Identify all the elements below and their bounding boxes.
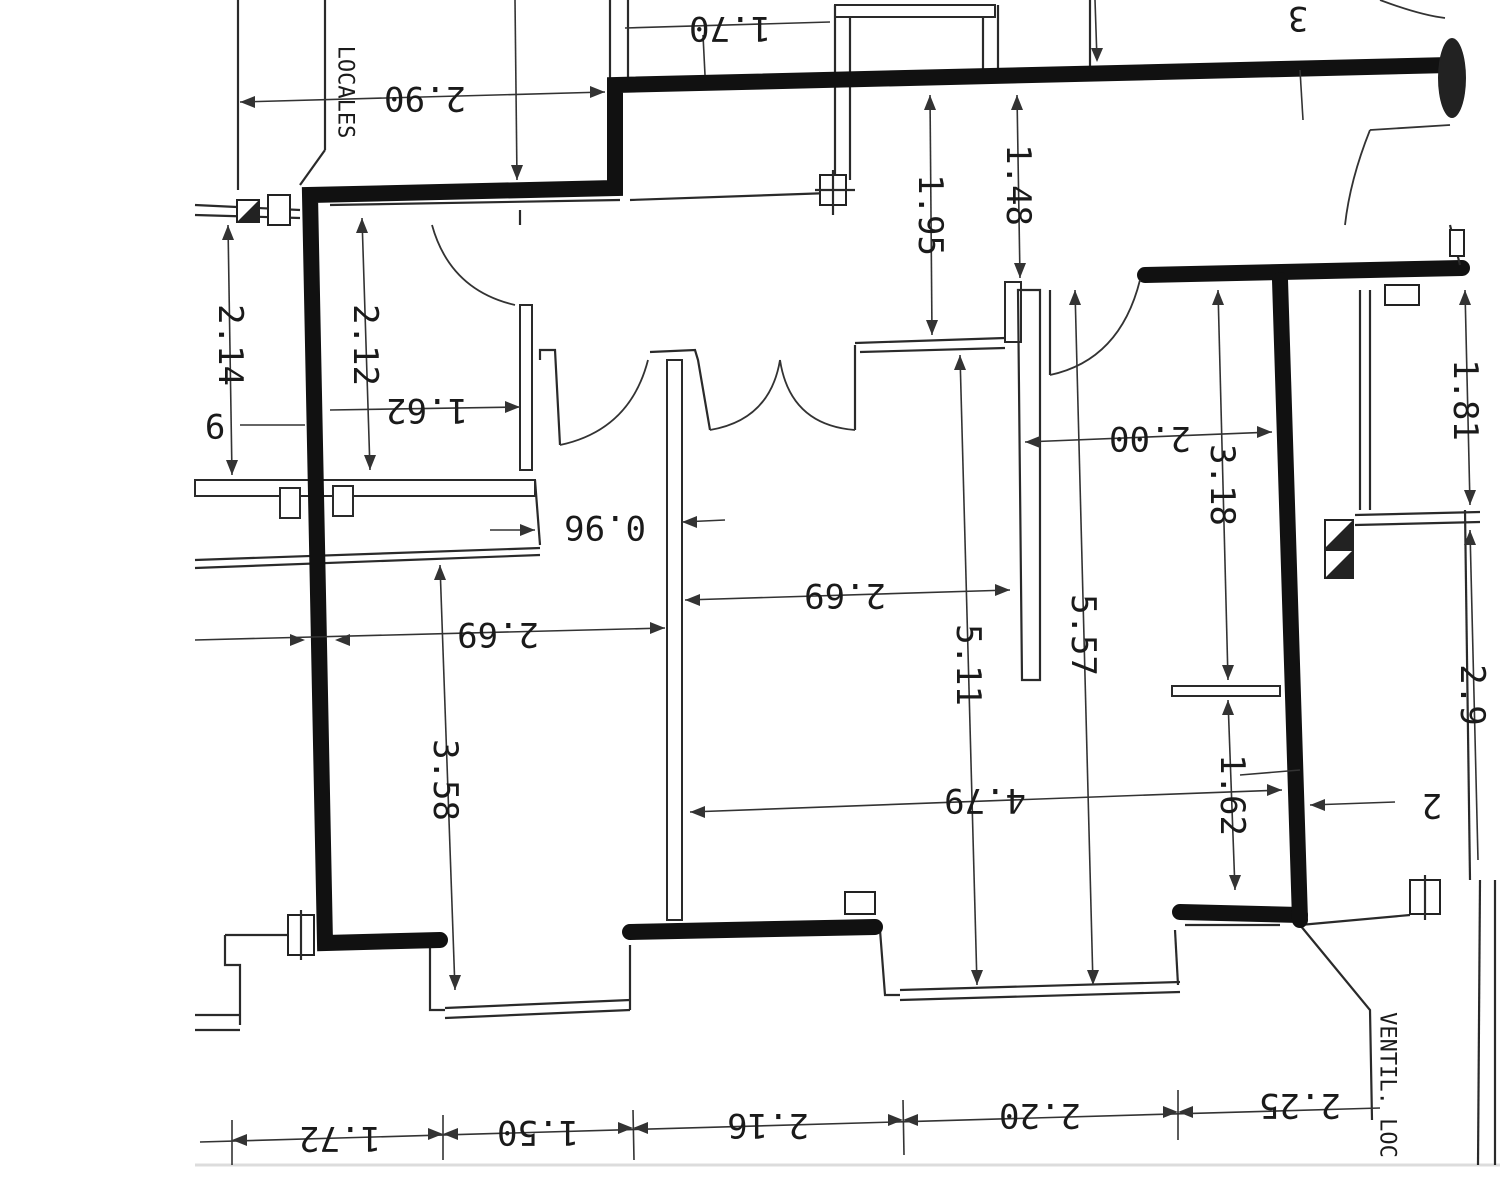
columns [236,170,1465,960]
secondary-walls [194,0,1497,1166]
label-locales: LOCALES [333,46,358,139]
dim-1-72: 1.72 [299,1118,381,1158]
dim-5-57: 5.57 [1063,594,1103,676]
dim-2-20: 2.20 [999,1095,1081,1135]
dimension-lines [194,0,1479,1165]
dim-2-90: 2.90 [384,78,466,118]
dim-5-11: 5.11 [948,624,988,706]
dim-9: 9 [205,405,225,445]
dim-2-9: 2.9 [1452,664,1492,725]
label-ventil: VENTIL. LOC [1375,1012,1400,1158]
dim-2-69-left: 2.69 [457,614,539,654]
dim-3-58: 3.58 [425,739,465,821]
dim-4-79: 4.79 [944,780,1026,820]
dim-2-69-mid: 2.69 [804,575,886,615]
dim-1-50: 1.50 [497,1112,579,1152]
dim-1-48: 1.48 [998,144,1038,226]
room-labels: LOCALES VENTIL. LOC 3 [333,0,1400,1158]
dim-1-70: 1.70 [689,8,771,48]
dim-1-62-left: 1.62 [386,390,468,430]
dim-2-00: 2.00 [1109,418,1191,458]
heavy-walls [301,38,1470,952]
dim-2-12: 2.12 [345,304,385,386]
label-corner-top: 3 [1288,0,1308,38]
dim-0-96: 0.96 [564,507,646,547]
dim-2-14: 2.14 [210,304,250,386]
dim-2-partial: 2 [1422,785,1442,825]
dim-2-25: 2.25 [1259,1085,1341,1125]
dim-2-16: 2.16 [727,1105,809,1145]
dimension-labels: 1.70 2.90 1.95 1.48 2.14 2.12 1.62 9 0.9… [205,8,1492,1158]
dim-1-81: 1.81 [1445,359,1485,441]
dim-1-62-right: 1.62 [1212,754,1252,836]
dim-1-95: 1.95 [910,174,950,256]
door-swings [431,0,1462,446]
dim-3-18: 3.18 [1202,444,1242,526]
